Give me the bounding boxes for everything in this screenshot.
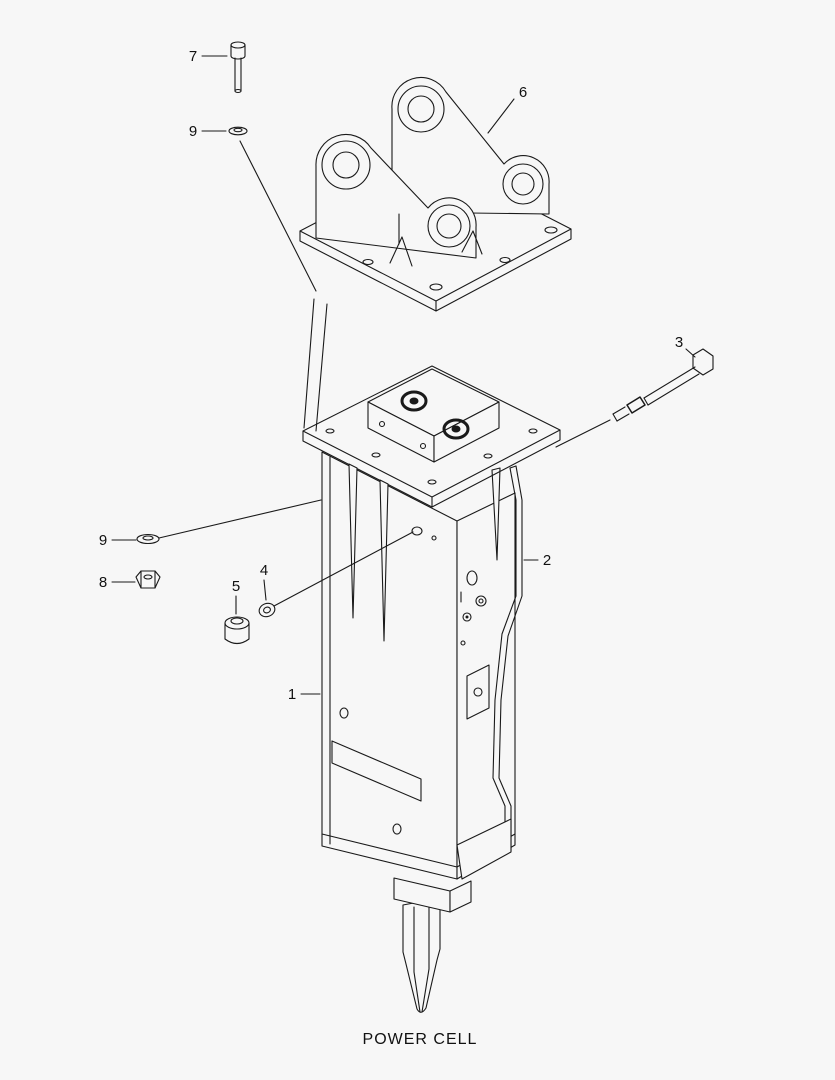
part-5-plug (224, 616, 250, 645)
part-9-washer-left (136, 533, 160, 545)
power-cell-caption: POWER CELL (363, 1031, 478, 1048)
callout-7-label: 7 (189, 48, 197, 65)
chisel-tool (402, 897, 441, 1013)
part-3-long-bolt (612, 348, 714, 422)
part-8-nut (135, 570, 161, 589)
callout-8-label: 8 (99, 574, 107, 591)
callout-4-label: 4 (260, 562, 268, 579)
callout-2-label: 2 (543, 552, 551, 569)
part-7-hex-bolt (230, 41, 246, 94)
leader-lines (111, 55, 696, 695)
tie-rod-blades (348, 463, 389, 642)
part-9-washer-top (228, 126, 248, 136)
callout-1-label: 1 (288, 686, 296, 703)
part-6-mounting-bracket (299, 76, 572, 312)
callout-9-top-label: 9 (189, 123, 197, 140)
cylinder-head (367, 368, 500, 463)
callout-6-label: 6 (519, 84, 527, 101)
callout-3-label: 3 (675, 334, 683, 351)
callout-9-left-label: 9 (99, 532, 107, 549)
chisel-bushing (393, 877, 472, 913)
part-2-side-bracket (456, 465, 523, 880)
callout-5-label: 5 (232, 578, 240, 595)
part-4-washer (258, 602, 276, 618)
